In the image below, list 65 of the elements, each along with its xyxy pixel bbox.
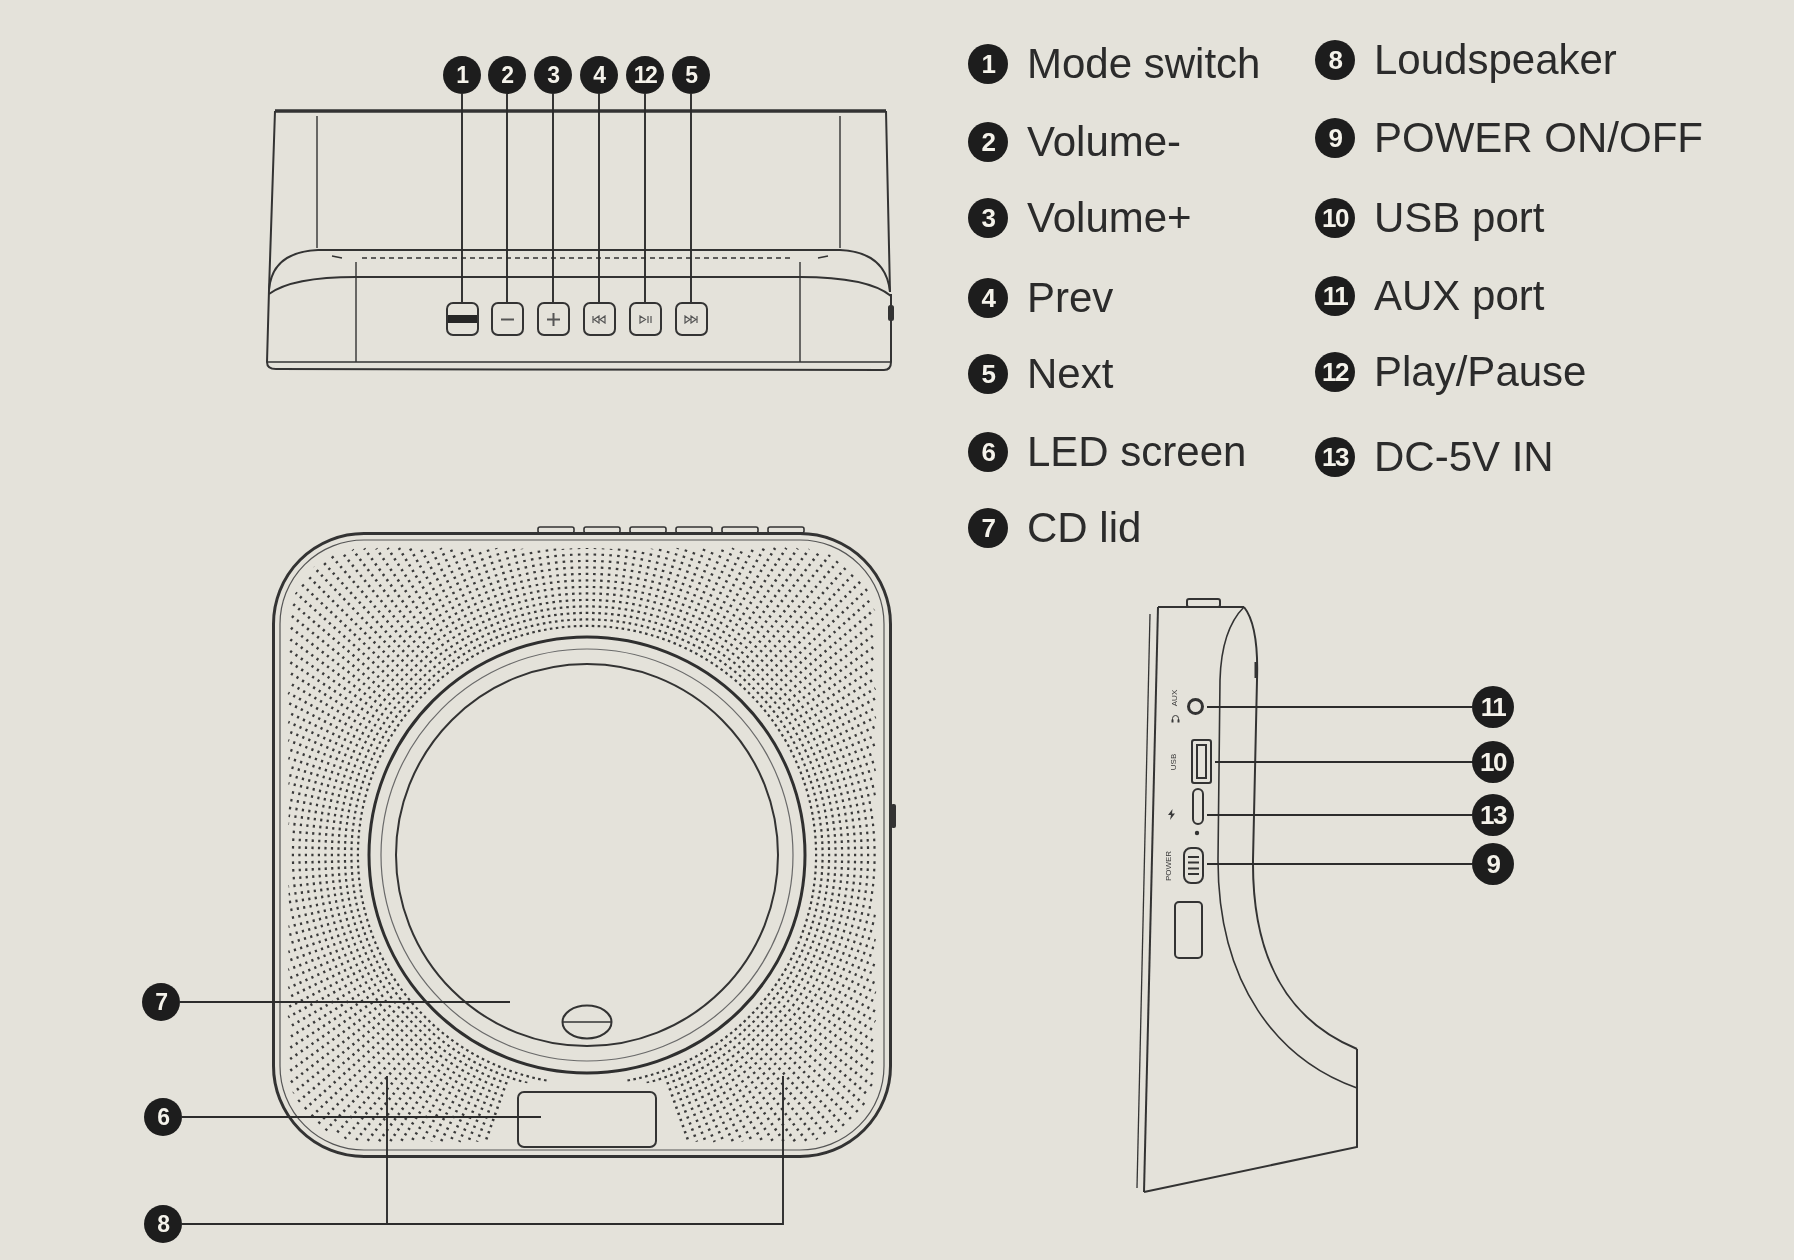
leader-line — [1206, 814, 1473, 816]
callout-number: 11 — [1315, 276, 1355, 316]
part-name: Prev — [1027, 277, 1114, 319]
device-button — [490, 302, 524, 336]
callout-number: 1 — [968, 44, 1008, 84]
callout-number: 7 — [142, 983, 180, 1021]
part-name: Loudspeaker — [1374, 39, 1617, 81]
part-name: LED screen — [1027, 431, 1247, 473]
leader-line — [506, 93, 508, 303]
device-button — [628, 302, 662, 336]
callout-number: 9 — [1472, 843, 1514, 885]
callout-number: 12 — [626, 56, 664, 94]
callout-number: 3 — [534, 56, 572, 94]
port-label: POWER — [1165, 850, 1173, 882]
device-button — [445, 302, 479, 336]
callout-number: 2 — [488, 56, 526, 94]
callout-number: 13 — [1472, 794, 1514, 836]
callout-number: 5 — [672, 56, 710, 94]
callout-number: 4 — [968, 278, 1008, 318]
cd-lid — [395, 663, 779, 1047]
callout-number: 12 — [1315, 352, 1355, 392]
part-name: POWER ON/OFF — [1374, 117, 1703, 159]
leader-line — [181, 1116, 542, 1118]
usb-c-port — [1192, 788, 1204, 825]
leader-line — [461, 93, 463, 303]
usb-port — [1191, 739, 1212, 784]
leader-line — [552, 93, 554, 303]
device-button — [674, 302, 708, 336]
part-name: AUX port — [1374, 275, 1545, 317]
leader-line — [644, 93, 646, 303]
part-name: CD lid — [1027, 507, 1142, 549]
leader-line — [690, 93, 692, 303]
callout-number: 11 — [1472, 686, 1514, 728]
part-name: Mode switch — [1027, 43, 1261, 85]
leader-line — [1206, 863, 1473, 865]
callout-number: 13 — [1315, 437, 1355, 477]
power-switch — [1183, 847, 1204, 884]
part-name: DC-5V IN — [1374, 436, 1554, 478]
leader-line — [598, 93, 600, 303]
callout-number: 8 — [144, 1205, 182, 1243]
callout-number: 7 — [968, 508, 1008, 548]
callout-number: 1 — [443, 56, 481, 94]
port-label: USB — [1170, 753, 1178, 771]
callout-number: 2 — [968, 122, 1008, 162]
port-label: AUX — [1171, 689, 1179, 707]
part-name: USB port — [1374, 197, 1545, 239]
device-button — [582, 302, 616, 336]
callout-number: 6 — [968, 432, 1008, 472]
callout-number: 4 — [580, 56, 618, 94]
part-name: Volume- — [1027, 121, 1182, 163]
leader-line — [1206, 706, 1473, 708]
part-name: Volume+ — [1027, 197, 1192, 239]
device-button — [536, 302, 570, 336]
led-screen — [517, 1091, 657, 1148]
callout-number: 3 — [968, 198, 1008, 238]
aux-jack — [1187, 698, 1204, 715]
callout-number: 6 — [144, 1098, 182, 1136]
callout-number: 5 — [968, 354, 1008, 394]
leader-line — [1214, 761, 1473, 763]
callout-number: 10 — [1315, 198, 1355, 238]
callout-number: 8 — [1315, 40, 1355, 80]
callout-number: 10 — [1472, 741, 1514, 783]
callout-number: 9 — [1315, 118, 1355, 158]
part-name: Next — [1027, 353, 1114, 395]
part-name: Play/Pause — [1374, 351, 1587, 393]
